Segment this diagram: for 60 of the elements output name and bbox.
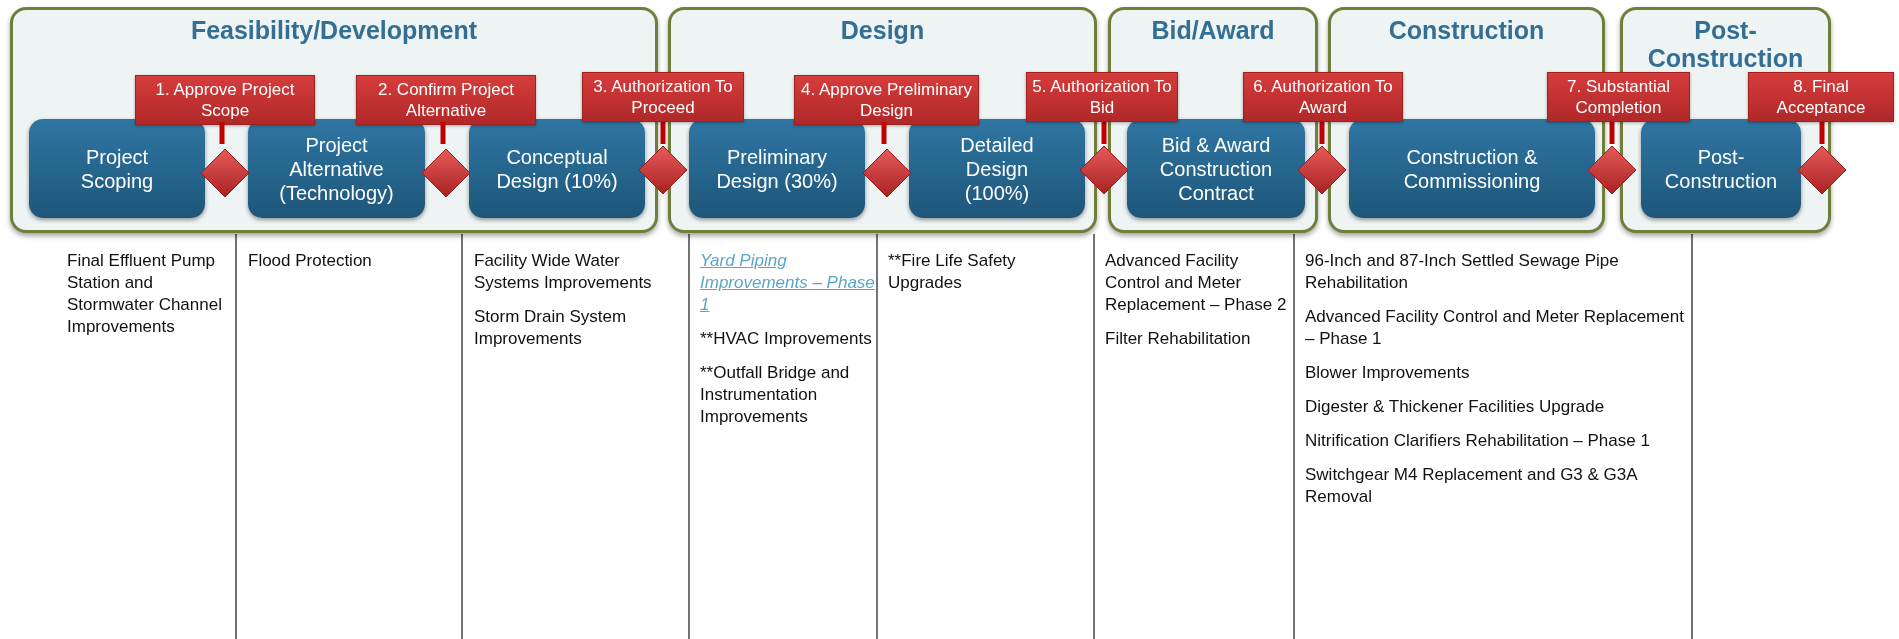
milestone-label bbox=[582, 72, 744, 122]
connector-stem bbox=[1101, 122, 1107, 144]
milestone-label bbox=[356, 75, 536, 125]
milestone-text: 2. Confirm Project Alternative bbox=[376, 79, 515, 121]
milestone-diamond bbox=[199, 147, 251, 199]
milestone-diamond bbox=[1296, 144, 1348, 196]
phase-title: Bid/Award bbox=[1150, 16, 1276, 44]
project-item: Flood Protection bbox=[248, 250, 373, 272]
connector-stem bbox=[660, 122, 666, 144]
connector-stem bbox=[1819, 122, 1825, 144]
connector-stem bbox=[1609, 122, 1615, 144]
milestone-label bbox=[1243, 72, 1403, 122]
project-item: 96-Inch and 87-Inch Settled Sewage Pipe Rehabilitation bbox=[1305, 250, 1620, 294]
project-item: Digester & Thickener Facilities Upgrade bbox=[1305, 396, 1606, 418]
milestone-text: 3. Authorization To Proceed bbox=[592, 76, 734, 118]
project-item: **Fire Life Safety Upgrades bbox=[888, 250, 1017, 294]
phase-title: Construction bbox=[1387, 16, 1546, 44]
project-item: Filter Rehabilitation bbox=[1105, 328, 1252, 350]
milestone-diamond bbox=[420, 147, 472, 199]
milestone-diamond bbox=[1796, 144, 1848, 196]
project-item: Blower Improvements bbox=[1305, 362, 1471, 384]
stage-text: Preliminary Design (30%) bbox=[715, 144, 839, 193]
stage-text: Detailed Design (100%) bbox=[959, 132, 1035, 205]
milestone-diamond bbox=[861, 147, 913, 199]
project-item: Advanced Facility Control and Meter Replacement – Phase 2 bbox=[1105, 250, 1288, 316]
project-item: Switchgear M4 Replacement and G3 & G3A Removal bbox=[1305, 464, 1639, 508]
milestone-text: 8. Final Acceptance bbox=[1775, 76, 1867, 118]
project-item: **Outfall Bridge and Instrumentation Improvements bbox=[700, 362, 851, 428]
milestone-text: 7. Substantial Completion bbox=[1566, 76, 1671, 118]
stage-text: Post- Construction bbox=[1663, 144, 1779, 193]
phase-title: Design bbox=[839, 16, 926, 44]
milestone-diamond bbox=[1586, 144, 1638, 196]
phase-title: Post- Construction bbox=[1646, 16, 1805, 72]
project-link: Yard Piping Improvements – Phase 1 bbox=[700, 250, 875, 316]
milestone-text: 1. Approve Project Scope bbox=[154, 79, 296, 121]
milestone-text: 6. Authorization To Award bbox=[1252, 76, 1394, 118]
connector-stem bbox=[440, 122, 446, 144]
milestone-diamond bbox=[637, 144, 689, 196]
project-item: Storm Drain System Improvements bbox=[474, 306, 628, 350]
milestone-label bbox=[794, 75, 979, 125]
connector-stem bbox=[1319, 122, 1325, 144]
stage-text: Project Alternative (Technology) bbox=[278, 132, 395, 205]
connector-stem bbox=[881, 122, 887, 144]
stage-text: Conceptual Design (10%) bbox=[495, 144, 619, 193]
project-item: Facility Wide Water Systems Improvements bbox=[474, 250, 653, 294]
stage-text: Construction & Commissioning bbox=[1403, 144, 1541, 193]
stage-text: Bid & Award Construction Contract bbox=[1158, 132, 1274, 205]
connector-stem bbox=[219, 122, 225, 144]
project-item: **HVAC Improvements bbox=[700, 328, 873, 350]
project-item: Final Effluent Pump Station and Stormwater Channel Improvements bbox=[67, 250, 223, 338]
project-item: Nitrification Clarifiers Rehabilitation – Phase 1 bbox=[1305, 430, 1651, 452]
milestone-label bbox=[1547, 72, 1690, 122]
milestone-label bbox=[1748, 72, 1894, 122]
phase-title: Feasibility/Development bbox=[189, 16, 479, 44]
milestone-text: 5. Authorization To Bid bbox=[1031, 76, 1173, 118]
stage-text: Project Scoping bbox=[79, 144, 155, 193]
project-item: Advanced Facility Control and Meter Replacement – Phase 1 bbox=[1305, 306, 1685, 350]
milestone-label bbox=[135, 75, 315, 125]
milestone-text: 4. Approve Preliminary Design bbox=[800, 79, 973, 121]
milestone-diamond bbox=[1078, 144, 1130, 196]
